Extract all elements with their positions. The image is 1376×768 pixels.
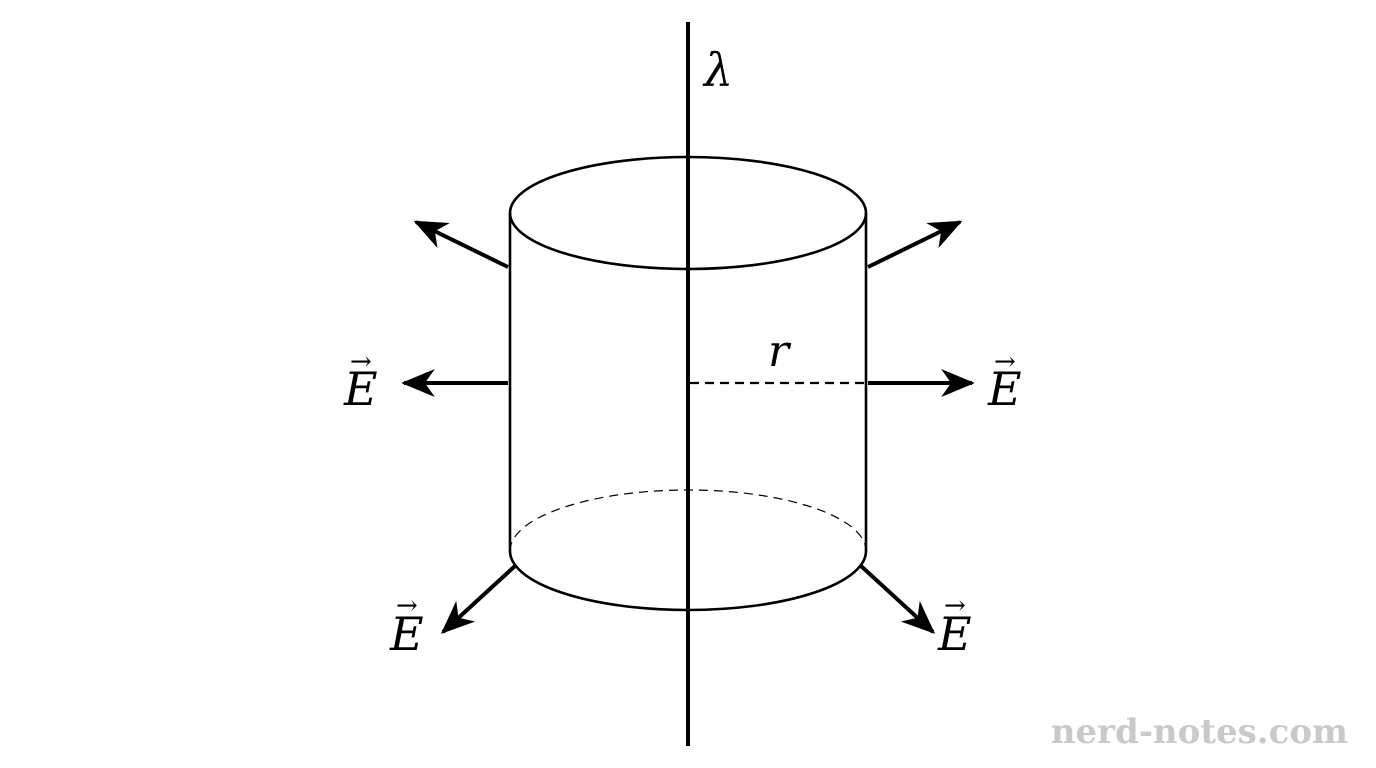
e-field-symbol: E xyxy=(937,607,972,661)
lambda-label: λ xyxy=(702,43,733,97)
radius-label: r xyxy=(768,326,792,377)
vector-arrow-mark: → xyxy=(350,347,372,377)
field-arrows xyxy=(401,220,975,634)
e-field-symbol: E xyxy=(343,362,378,416)
e-field-symbol: E xyxy=(987,362,1022,416)
field-arrow-upper-left xyxy=(413,220,509,269)
field-arrow-upper-right xyxy=(867,220,963,269)
field-arrow-lower-right xyxy=(859,564,936,634)
field-arrow-lower-left xyxy=(440,564,517,634)
vector-arrow-mark: → xyxy=(396,591,418,621)
vector-arrow-mark: → xyxy=(994,347,1016,377)
e-field-label-lower-right: → E xyxy=(937,591,972,661)
e-field-label-middle-right: → E xyxy=(987,347,1022,416)
e-field-symbol: E xyxy=(389,607,424,661)
watermark: nerd-notes.com xyxy=(1051,712,1348,752)
e-field-label-middle-left: → E xyxy=(343,347,378,416)
vector-arrow-mark: → xyxy=(944,591,966,621)
e-field-label-lower-left: → E xyxy=(389,591,424,661)
